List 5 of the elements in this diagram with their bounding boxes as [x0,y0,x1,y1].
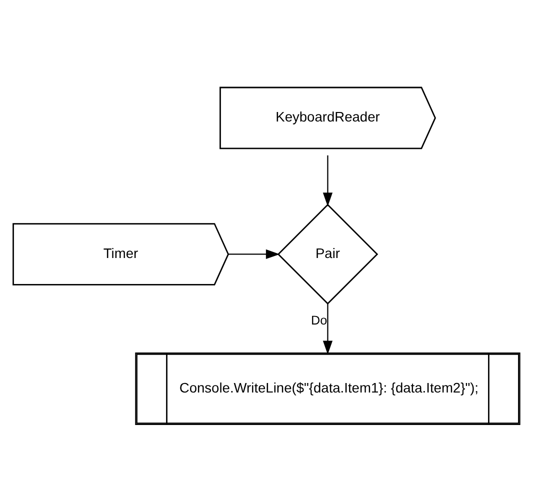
node-diamond: Pair [277,203,378,304]
arrow [322,303,333,354]
arrow [228,248,280,259]
edge-label: Do [311,313,328,328]
arrow [322,154,333,206]
